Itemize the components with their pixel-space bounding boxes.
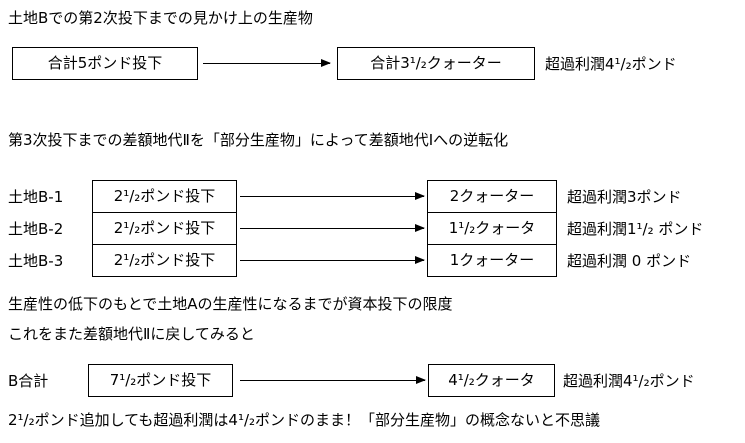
b-total-label: B合計	[8, 372, 49, 390]
surplus-profit-label: 超過利潤4¹/₂ポンド	[563, 372, 695, 390]
surplus-profit-label: 超過利潤3ポンド	[567, 188, 682, 206]
surplus-profit-label: 超過利潤 0 ポンド	[567, 252, 692, 270]
output-box: 2クォーター	[427, 180, 557, 213]
output-box: 4¹/₂クォータ	[428, 364, 555, 397]
land-row-label: 土地B-3	[8, 252, 64, 270]
investment-box: 2¹/₂ポンド投下	[92, 244, 237, 277]
section1-heading: 土地Bでの第2次投下までの見かけ上の生産物	[8, 9, 313, 27]
land-row-label: 土地B-2	[8, 220, 64, 238]
output-box: 1クォーター	[427, 244, 557, 277]
land-row-b2: 土地B-2 2¹/₂ポンド投下 1¹/₂クォータ 超過利潤1¹/₂ ポンド	[8, 212, 703, 245]
surplus-profit-label: 超過利潤1¹/₂ ポンド	[567, 220, 704, 238]
total-investment-box: 合計5ポンド投下	[12, 47, 198, 80]
land-row-b1: 土地B-1 2¹/₂ポンド投下 2クォーター 超過利潤3ポンド	[8, 180, 682, 213]
land-row-label: 土地B-1	[8, 188, 64, 206]
flow-arrow-icon	[203, 59, 331, 67]
b-total-row: B合計 7¹/₂ポンド投下 4¹/₂クォータ 超過利潤4¹/₂ポンド	[8, 364, 695, 397]
flow-arrow-icon	[240, 256, 425, 264]
total-output-box: 合計3¹/₂クォーター	[337, 47, 535, 80]
investment-box: 7¹/₂ポンド投下	[88, 364, 233, 397]
note-capital-limit: 生産性の低下のもとで土地Aの生産性になるまでが資本投下の限度	[8, 295, 453, 313]
flow-arrow-icon	[240, 192, 425, 200]
land-row-b3: 土地B-3 2¹/₂ポンド投下 1クォーター 超過利潤 0 ポンド	[8, 244, 691, 277]
surplus-profit-label: 超過利潤4¹/₂ポンド	[545, 55, 677, 73]
investment-box: 2¹/₂ポンド投下	[92, 180, 237, 213]
flow-arrow-icon	[240, 224, 425, 232]
footnote: 2¹/₂ポンド追加しても超過利潤は4¹/₂ポンドのまま！「部分生産物」の概念ない…	[8, 411, 601, 429]
section1-flow-row: 合計5ポンド投下 合計3¹/₂クォーター 超過利潤4¹/₂ポンド	[12, 47, 677, 80]
note-revert: これをまた差額地代Ⅱに戻してみると	[8, 325, 255, 343]
investment-box: 2¹/₂ポンド投下	[92, 212, 237, 245]
section2-heading: 第3次投下までの差額地代Ⅱを「部分生産物」によって差額地代Ⅰへの逆転化	[8, 131, 509, 149]
output-box: 1¹/₂クォータ	[427, 212, 557, 245]
flow-arrow-icon	[240, 376, 426, 384]
